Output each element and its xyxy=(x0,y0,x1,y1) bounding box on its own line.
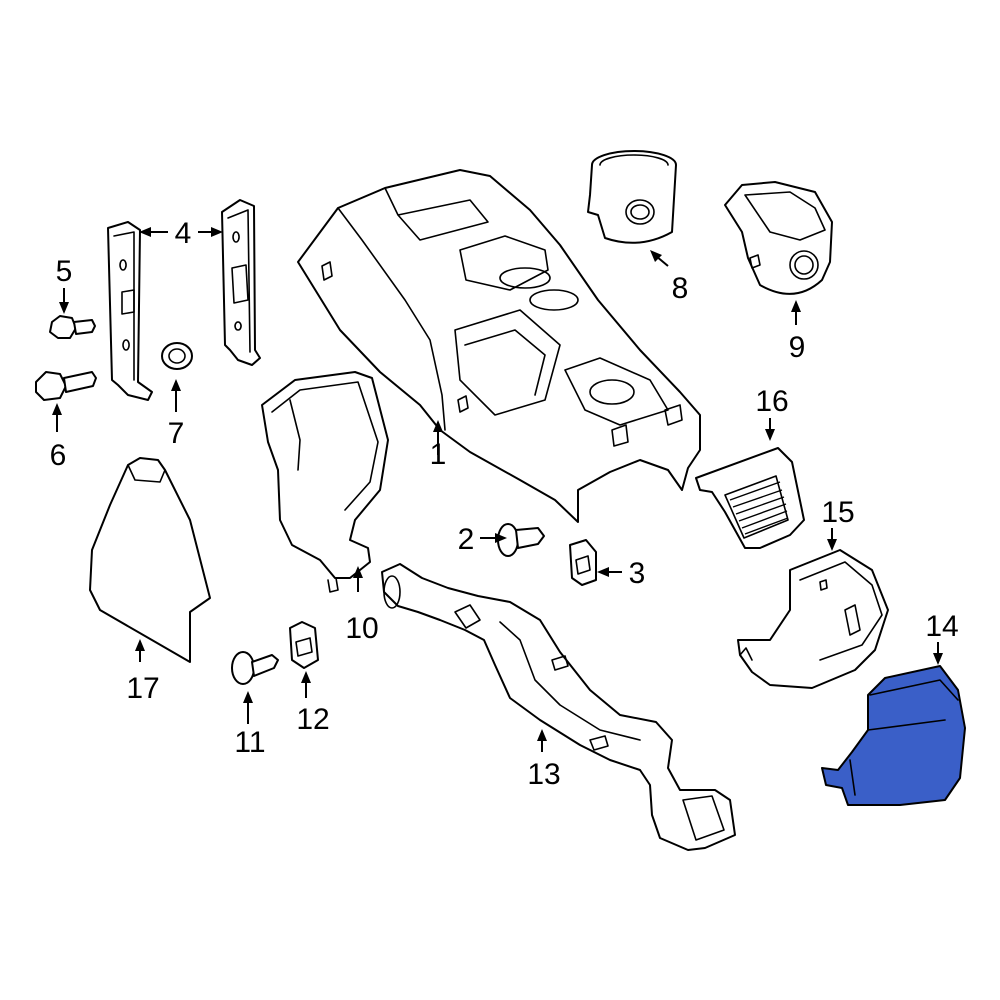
part-4-bracket-right xyxy=(221,199,261,366)
part-2-screw xyxy=(497,523,545,557)
callout-6: 6 xyxy=(50,439,67,472)
callout-4: 4 xyxy=(175,217,192,250)
part-10-air-duct xyxy=(261,371,389,593)
part-17-side-cover xyxy=(89,457,211,663)
callout-15: 15 xyxy=(821,496,854,529)
callout-5: 5 xyxy=(56,255,73,288)
part-11-screw xyxy=(231,651,279,685)
callout-13: 13 xyxy=(527,758,560,791)
part-5-bolt xyxy=(49,315,96,339)
callout-17: 17 xyxy=(126,672,159,705)
callout-8: 8 xyxy=(672,272,689,305)
part-4-bracket-left xyxy=(107,221,153,401)
callout-16: 16 xyxy=(755,385,788,418)
callout-labels: 1 2 3 4 5 6 7 8 9 10 11 12 13 14 15 16 1… xyxy=(50,217,959,791)
callout-14: 14 xyxy=(925,610,958,643)
callout-3: 3 xyxy=(629,557,646,590)
leader-lines xyxy=(52,227,943,752)
part-14-trim-panel-highlighted xyxy=(821,665,966,806)
part-1-console-housing xyxy=(297,169,701,523)
part-12-clip xyxy=(289,621,319,669)
part-3-clip xyxy=(569,539,597,586)
callout-1: 1 xyxy=(430,438,447,471)
part-9-cup-holder xyxy=(724,181,833,295)
callout-10: 10 xyxy=(345,612,378,645)
callout-9: 9 xyxy=(789,331,806,364)
part-6-bolt xyxy=(35,371,97,401)
callout-12: 12 xyxy=(296,703,329,736)
part-8-cup-holder xyxy=(587,150,677,244)
callout-7: 7 xyxy=(168,417,185,450)
callout-11: 11 xyxy=(234,726,265,759)
part-16-vent-grille xyxy=(695,447,805,549)
callout-2: 2 xyxy=(458,523,475,556)
part-13-air-duct xyxy=(381,563,736,851)
part-7-nut xyxy=(161,342,193,370)
part-15-trim-panel xyxy=(737,549,889,689)
